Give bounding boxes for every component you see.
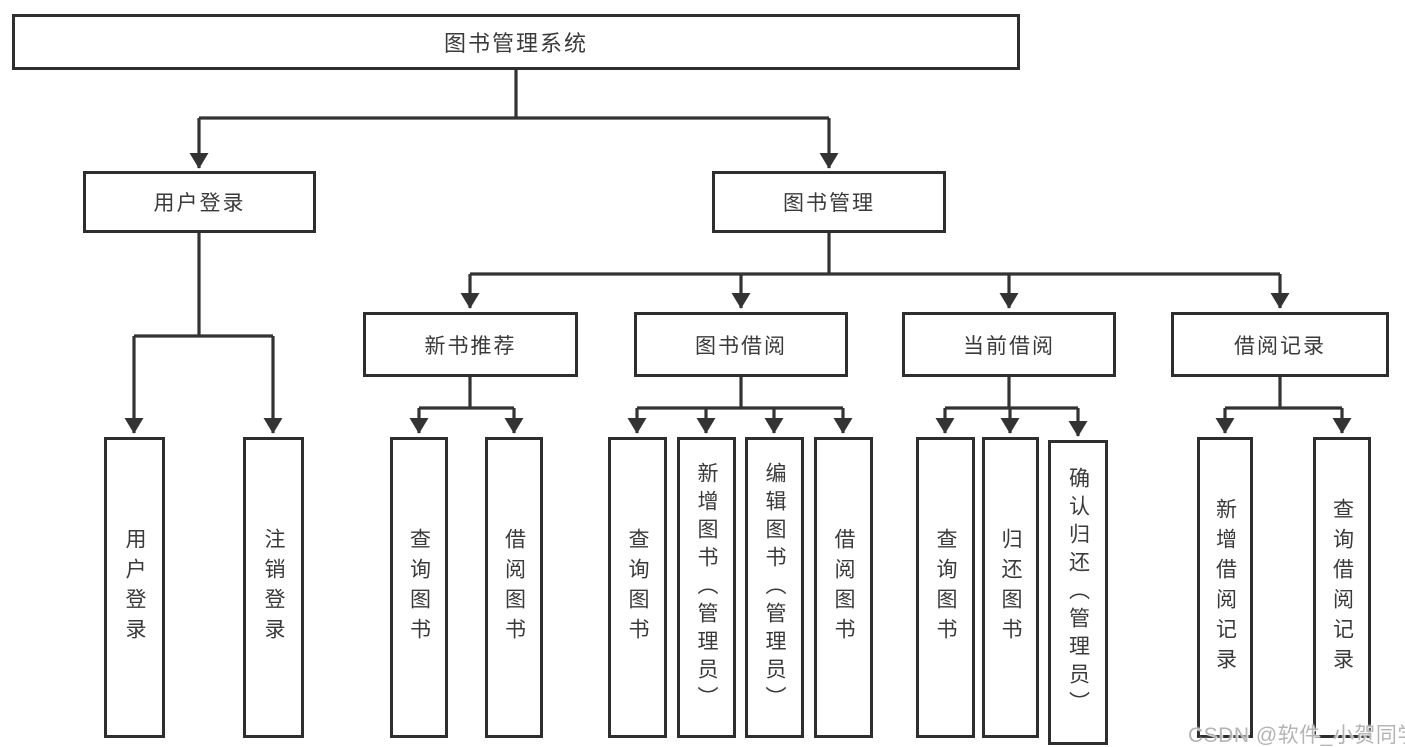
leaf-borrow-edit-books: 编辑图书（管理员） (745, 437, 804, 738)
leaf-logout-label: 注销登录 (262, 527, 285, 648)
node-current-borrow: 当前借阅 (902, 312, 1116, 377)
node-root: 图书管理系统 (12, 14, 1020, 70)
node-new-book-recommend: 新书推荐 (363, 312, 578, 377)
leaf-borrow-query-books: 查询图书 (608, 437, 667, 738)
node-user-login: 用户登录 (83, 171, 316, 233)
node-borrow-records-label: 借阅记录 (1234, 334, 1326, 358)
connector-root-bus (199, 70, 829, 120)
leaf-borrow-add-books: 新增图书（管理员） (677, 437, 736, 738)
leaf-logout: 注销登录 (243, 437, 304, 738)
leaf-current-return-books: 归还图书 (982, 437, 1039, 738)
leaf-current-confirm-return: 确认归还（管理员） (1048, 440, 1108, 745)
leaf-current-query-books: 查询图书 (916, 437, 975, 738)
connector-current-bus (945, 377, 1078, 410)
connector-borrow-bus (637, 377, 843, 410)
node-book-management: 图书管理 (712, 171, 946, 233)
leaf-borrow-query-books-label: 查询图书 (626, 527, 649, 648)
node-book-borrow: 图书借阅 (634, 312, 848, 377)
leaf-borrow-edit-books-label: 编辑图书（管理员） (763, 461, 786, 714)
leaf-records-query-record-label: 查询借阅记录 (1330, 497, 1354, 678)
leaf-user-login-label: 用户登录 (123, 527, 146, 648)
leaf-records-add-record: 新增借阅记录 (1197, 437, 1253, 738)
connector-recommend-bus (419, 377, 514, 410)
leaf-recommend-borrow-books: 借阅图书 (485, 437, 543, 738)
leaf-borrow-borrow-books-label: 借阅图书 (832, 527, 855, 648)
node-current-borrow-label: 当前借阅 (963, 334, 1055, 358)
node-new-book-recommend-label: 新书推荐 (424, 334, 517, 358)
node-book-management-label: 图书管理 (783, 192, 875, 215)
leaf-current-query-books-label: 查询图书 (934, 527, 957, 648)
leaf-records-query-record: 查询借阅记录 (1313, 437, 1371, 738)
leaf-records-add-record-label: 新增借阅记录 (1213, 497, 1237, 678)
leaf-current-confirm-return-label: 确认归还（管理员） (1066, 466, 1090, 719)
node-root-label: 图书管理系统 (443, 31, 588, 56)
node-book-borrow-label: 图书借阅 (695, 334, 787, 358)
leaf-current-return-books-label: 归还图书 (999, 527, 1022, 648)
csdn-watermark: CSDN @软件_小贺同学 (1188, 724, 1405, 747)
leaf-user-login: 用户登录 (104, 437, 165, 738)
node-user-login-label: 用户登录 (153, 192, 246, 215)
leaf-borrow-borrow-books: 借阅图书 (814, 437, 873, 738)
leaf-recommend-query-books-label: 查询图书 (407, 527, 431, 648)
leaf-borrow-add-books-label: 新增图书（管理员） (695, 461, 718, 714)
leaf-recommend-query-books: 查询图书 (390, 437, 448, 738)
node-borrow-records: 借阅记录 (1171, 312, 1389, 377)
connector-book-management-bus (470, 233, 1280, 276)
connector-records-bus (1225, 377, 1342, 410)
connector-user-login-bus (134, 233, 273, 338)
leaf-recommend-borrow-books-label: 借阅图书 (502, 527, 526, 648)
